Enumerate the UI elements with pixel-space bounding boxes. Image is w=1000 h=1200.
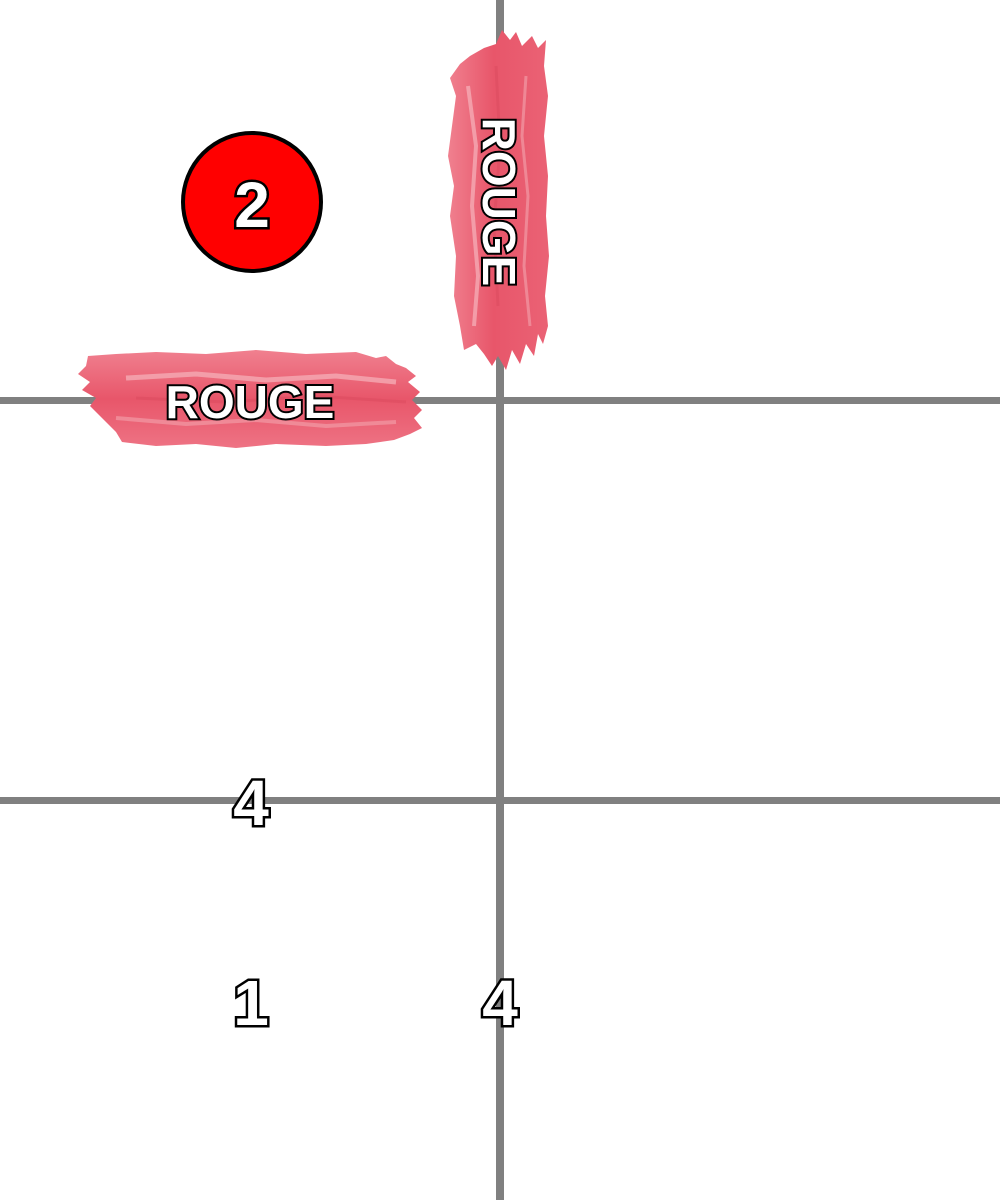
clue-number-col-4: 4: [480, 967, 521, 1039]
circled-clue-number: 2: [232, 168, 273, 241]
rouge-tile-vertical[interactable]: ROUGE: [446, 26, 552, 376]
rouge-label-horizontal: ROUGE: [164, 376, 337, 428]
grid-line-vertical: [496, 0, 504, 1200]
clue-number-row-4: 4: [231, 767, 272, 839]
grid-line-horizontal-bottom: [0, 797, 1000, 804]
circled-clue-badge: 2: [181, 131, 323, 273]
brush-stroke-horizontal: [78, 350, 422, 448]
rouge-label-vertical: ROUGE: [471, 116, 527, 289]
grid-line-horizontal-top: [0, 397, 1000, 404]
clue-number-row-1: 1: [231, 967, 272, 1039]
brush-stroke-vertical: [448, 30, 549, 370]
rouge-tile-horizontal[interactable]: ROUGE: [76, 348, 426, 452]
